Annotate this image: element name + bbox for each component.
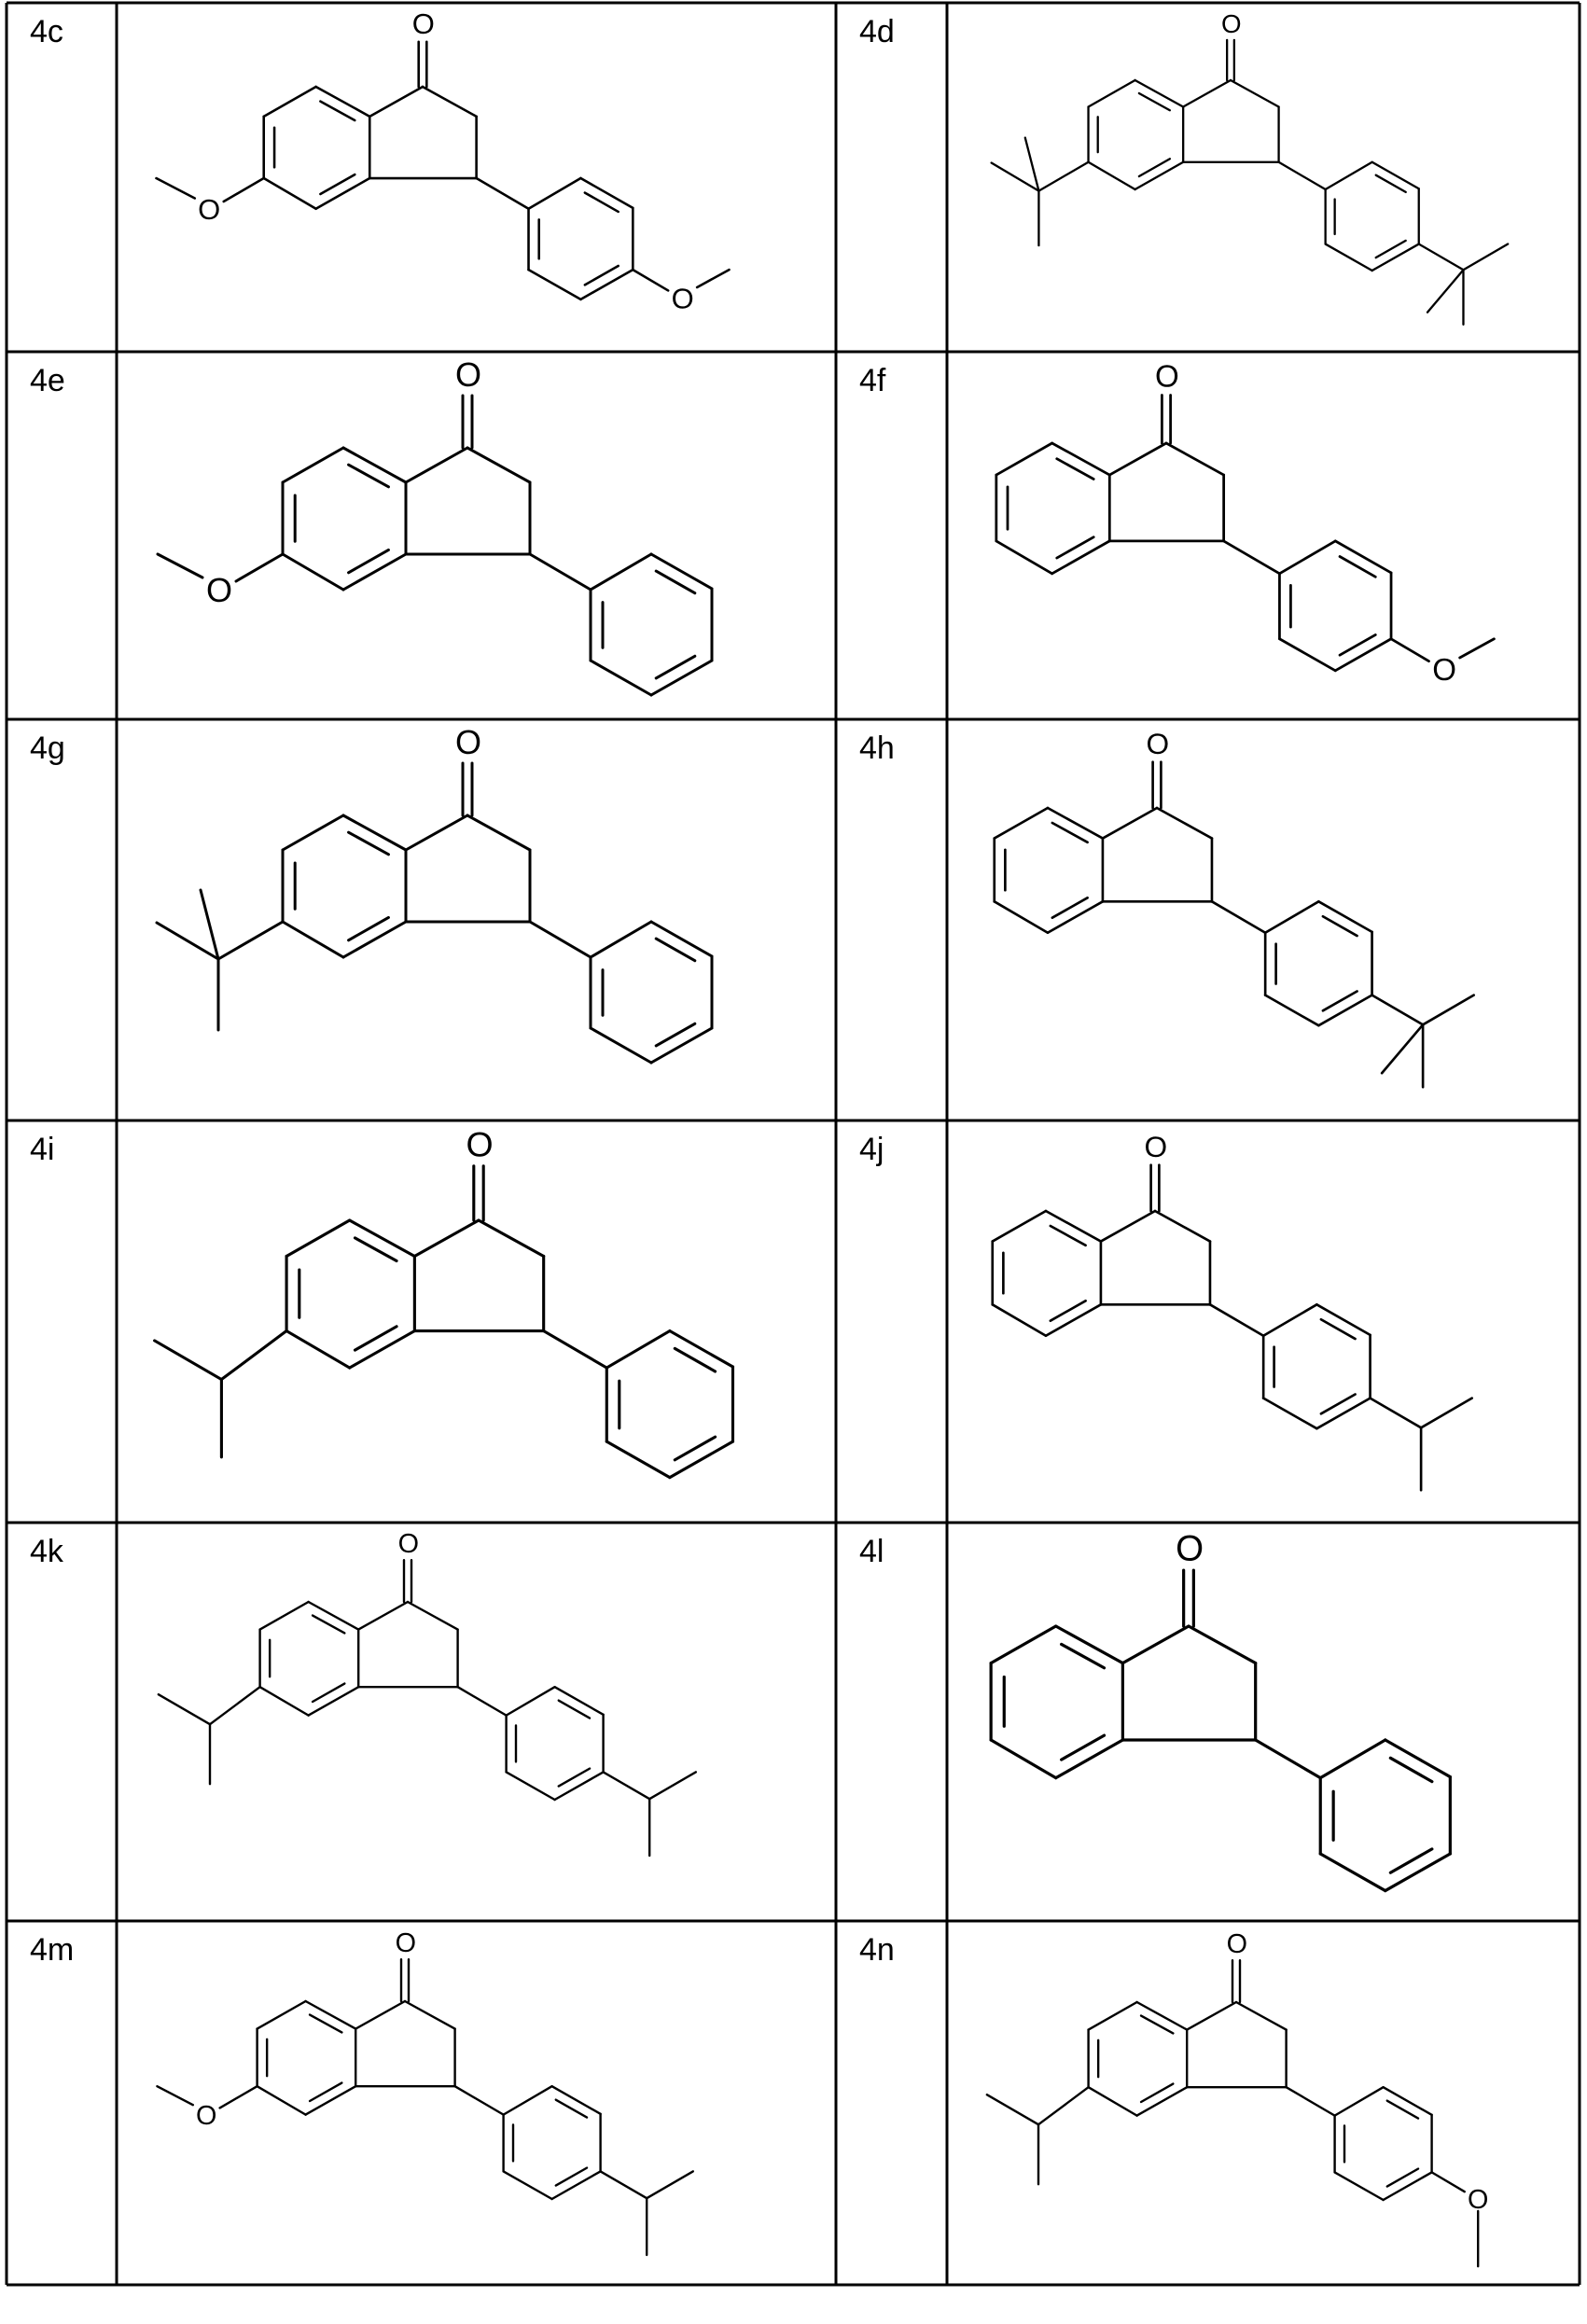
- compound-label: 4d: [859, 14, 895, 49]
- compound-label: 4f: [859, 363, 886, 398]
- oxygen-atom-label: O: [455, 723, 481, 761]
- oxygen-atom-label: O: [1221, 9, 1242, 38]
- compound-label: 4k: [30, 1534, 63, 1569]
- compound-label: 4j: [859, 1132, 884, 1167]
- oxygen-atom-label: O: [398, 1529, 419, 1559]
- compound-label: 4i: [30, 1132, 55, 1167]
- structure-4g: O: [117, 719, 836, 1120]
- oxygen-atom-label: O: [466, 1124, 493, 1163]
- oxygen-atom-label: O: [196, 2101, 216, 2131]
- oxygen-atom-label: O: [455, 355, 481, 394]
- oxygen-atom-label: O: [1468, 2185, 1488, 2215]
- compound-label: 4h: [859, 731, 895, 766]
- oxygen-atom-label: O: [1227, 1929, 1247, 1959]
- oxygen-atom-label: O: [672, 282, 694, 314]
- oxygen-atom-label: O: [412, 7, 435, 40]
- oxygen-atom-label: O: [1147, 727, 1170, 760]
- compound-label: 4l: [859, 1534, 884, 1569]
- oxygen-atom-label: O: [396, 1928, 416, 1958]
- compound-label: 4g: [30, 731, 65, 766]
- oxygen-atom-label: O: [1145, 1130, 1168, 1163]
- structure-4k: O: [117, 1523, 836, 1921]
- compound-label: 4e: [30, 363, 65, 398]
- oxygen-atom-label: O: [198, 193, 220, 226]
- structure-4d: O: [947, 3, 1580, 352]
- oxygen-atom-label: O: [1432, 653, 1456, 688]
- oxygen-atom-label: O: [1176, 1528, 1204, 1568]
- compound-label: 4n: [859, 1932, 895, 1968]
- oxygen-atom-label: O: [206, 571, 232, 609]
- compound-label: 4m: [30, 1932, 75, 1968]
- structure-4h: O: [947, 719, 1580, 1120]
- structure-4c: O O O: [117, 3, 836, 352]
- oxygen-atom-label: O: [1155, 359, 1179, 394]
- structure-4i: O: [117, 1120, 836, 1523]
- compound-label: 4c: [30, 14, 63, 49]
- structure-4j: O: [947, 1120, 1580, 1523]
- structure-4l: O: [947, 1523, 1580, 1921]
